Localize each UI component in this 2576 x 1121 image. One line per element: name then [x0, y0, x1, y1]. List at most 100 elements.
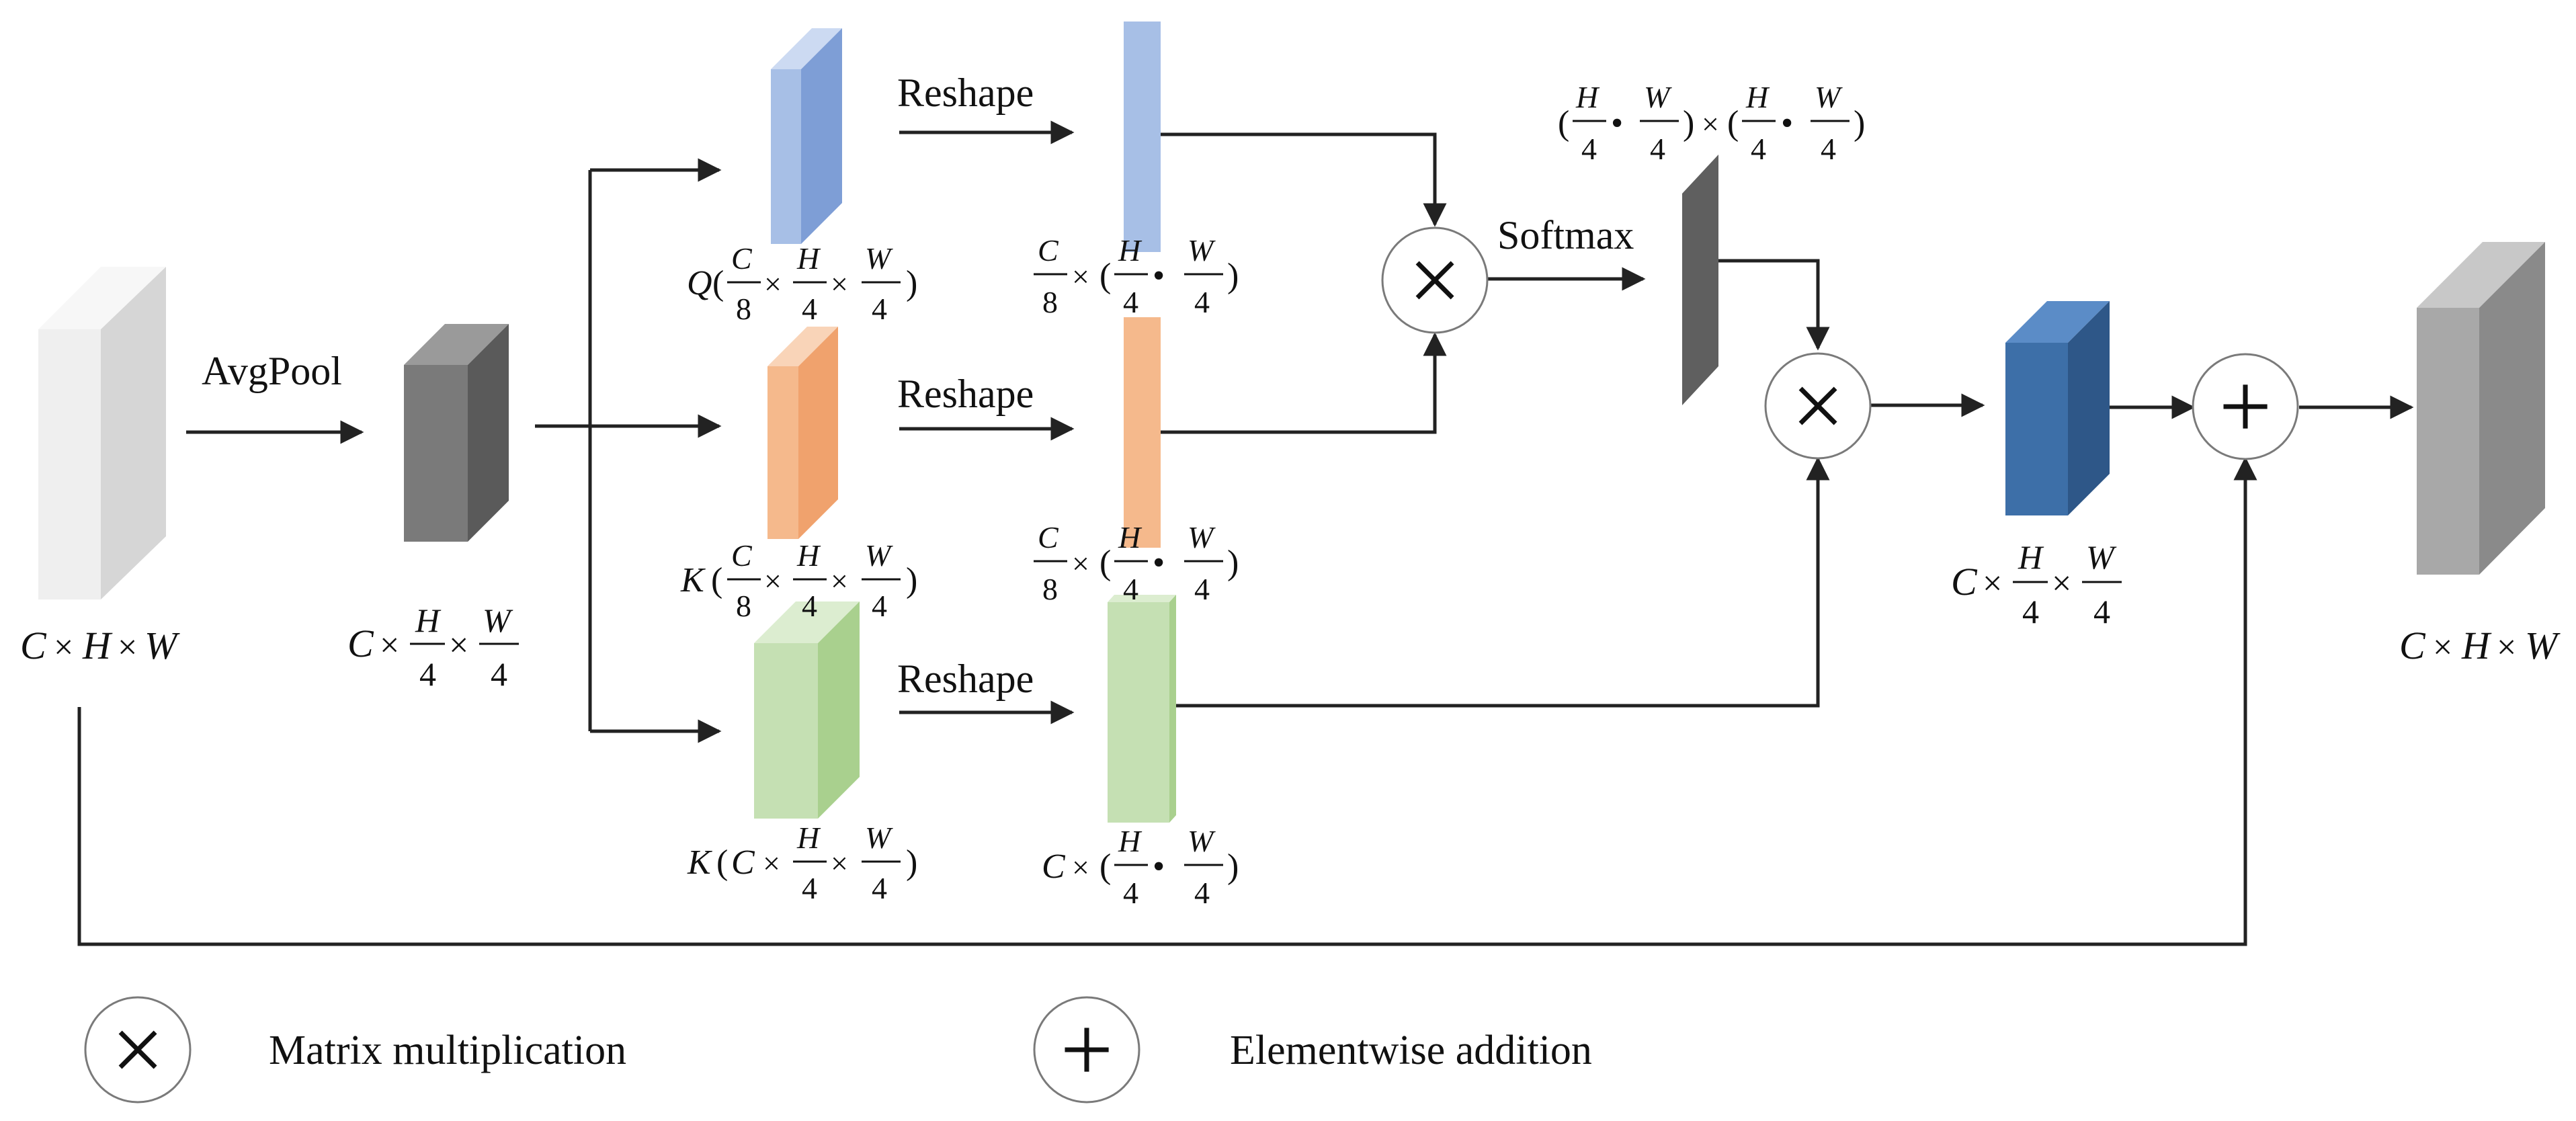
add-circle — [2192, 353, 2299, 460]
key-top-face — [767, 327, 838, 366]
dim-symbol: • — [1781, 104, 1793, 142]
dim-symbol: C — [2399, 624, 2426, 667]
dim-symbol: • — [1153, 257, 1165, 295]
residual-skip-line — [77, 456, 2257, 946]
dim-symbol: 4 — [491, 655, 507, 693]
attention-dim-label: ( H 4 • W 4 ) × ( H 4 • W 4 ) — [1558, 80, 1865, 166]
dim-symbol: C — [347, 622, 374, 665]
legend-matmul: × Matrix multiplication — [84, 996, 626, 1104]
output-dim-label: C × H × W — [2399, 624, 2561, 667]
dim-symbol: Q — [687, 264, 712, 302]
output-front-face — [2417, 308, 2479, 575]
dim-symbol: H — [796, 821, 821, 855]
input-front-face — [38, 329, 101, 599]
dim-symbol: × — [1072, 850, 1089, 884]
dim-symbol: H — [1745, 80, 1770, 114]
dim-symbol: × — [2433, 628, 2452, 667]
dim-symbol: C — [1038, 233, 1059, 267]
value-top-face — [754, 601, 860, 643]
legend-matmul-label: Matrix multiplication — [269, 1028, 626, 1073]
input-tensor-block — [38, 267, 166, 599]
query-dim-label: Q ( C 8 × H 4 × W 4 ) — [687, 241, 917, 326]
dim-symbol: ) — [906, 561, 917, 599]
legend-add-label: Elementwise addition — [1230, 1028, 1592, 1073]
v-to-matmul-line — [1176, 456, 1830, 708]
dim-symbol: 4 — [1650, 132, 1665, 166]
reshaped-value — [1108, 595, 1176, 823]
dim-symbol: H — [415, 601, 442, 639]
reshaped-value-top — [1108, 595, 1176, 602]
dim-symbol: 8 — [736, 292, 751, 326]
reshaped-query-dim-label: C 8 × ( H 4 • W 4 ) — [1034, 233, 1239, 319]
dim-symbol: 4 — [2093, 593, 2110, 630]
output-side-face — [2479, 242, 2545, 575]
dim-symbol: H — [1118, 824, 1142, 858]
dim-symbol: H — [2461, 624, 2492, 667]
dim-symbol: W — [865, 821, 893, 855]
dim-symbol: 4 — [1123, 572, 1138, 606]
softmax-label: Softmax — [1497, 213, 1634, 257]
dim-symbol: × — [380, 626, 399, 665]
dim-symbol: ( — [1558, 104, 1569, 142]
dim-symbol: ( — [711, 561, 722, 599]
matmul-qk-circle — [1381, 226, 1489, 334]
q-to-matmul-line — [1161, 132, 1447, 227]
value-block — [754, 601, 860, 819]
key-front-face — [767, 366, 798, 539]
query-side-face — [801, 28, 842, 244]
reshaped-value-side — [1169, 595, 1176, 823]
dim-symbol: 4 — [1751, 132, 1766, 166]
dim-symbol: H — [1575, 80, 1600, 114]
dim-symbol: ) — [1683, 104, 1694, 142]
pooled-dim-label: C × H 4 × W 4 — [347, 601, 519, 693]
avgpool-label: AvgPool — [202, 349, 342, 393]
dim-symbol: 4 — [1194, 572, 1210, 606]
dim-symbol: 4 — [872, 589, 887, 623]
matmul-qk-node: × — [1381, 226, 1489, 334]
dim-symbol: W — [144, 624, 180, 667]
attention-output-block — [2005, 301, 2110, 515]
dim-symbol: 4 — [1123, 285, 1138, 319]
dim-symbol: 4 — [1581, 132, 1597, 166]
dim-symbol: ) — [1227, 847, 1239, 886]
dim-symbol: × — [54, 628, 73, 667]
dim-symbol: 4 — [1194, 876, 1210, 910]
dim-symbol: × — [763, 846, 780, 880]
output-tensor-block — [2417, 242, 2545, 575]
dim-symbol: W — [1188, 824, 1216, 858]
value-front-face — [754, 643, 818, 819]
reshaped-value-dim-label: C × ( H 4 • W 4 ) — [1042, 824, 1239, 910]
legend-add: + Elementwise addition — [1033, 996, 1592, 1104]
reshaped-key-dim-label: C 8 × ( H 4 • W 4 ) — [1034, 520, 1239, 606]
dim-symbol: W — [1815, 80, 1843, 114]
reshaped-key — [1124, 317, 1161, 548]
dim-symbol: • — [1153, 847, 1165, 886]
dim-symbol: H — [1118, 233, 1142, 267]
dim-symbol: × — [831, 846, 848, 880]
dim-symbol: • — [1153, 544, 1165, 582]
reshape-k-label: Reshape — [897, 372, 1034, 416]
query-block — [771, 28, 842, 244]
dim-symbol: × — [1983, 565, 2002, 603]
dim-symbol: × — [831, 564, 848, 598]
dim-symbol: × — [764, 564, 782, 598]
dim-symbol: × — [2052, 565, 2071, 603]
dim-symbol: 4 — [872, 871, 887, 905]
dim-symbol: C — [1042, 847, 1066, 886]
dim-symbol: H — [1118, 520, 1142, 554]
dim-symbol: ( — [1099, 544, 1111, 582]
dim-symbol: × — [831, 267, 848, 301]
dim-symbol: 4 — [872, 292, 887, 326]
key-side-face — [798, 327, 838, 539]
dim-symbol: 8 — [1042, 285, 1058, 319]
reshape-v-label: Reshape — [897, 657, 1034, 701]
dim-symbol: ( — [1727, 104, 1739, 142]
matmul-av-circle — [1764, 352, 1872, 460]
dim-symbol: × — [2497, 628, 2516, 667]
dim-symbol: C — [731, 843, 755, 882]
dim-symbol: 8 — [1042, 572, 1058, 606]
dim-symbol: 4 — [802, 871, 817, 905]
dim-symbol: ) — [906, 843, 917, 882]
dim-symbol: W — [2525, 624, 2561, 667]
